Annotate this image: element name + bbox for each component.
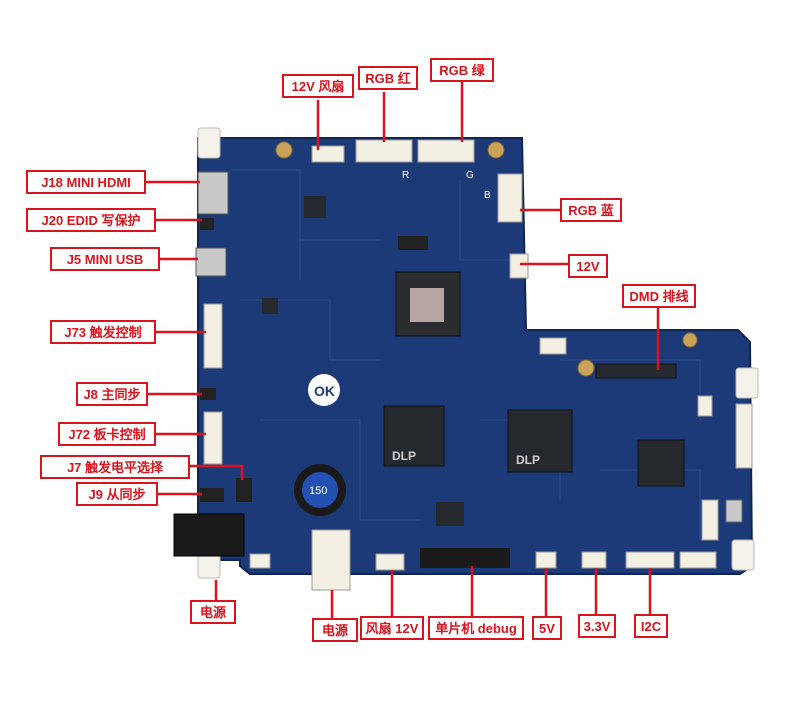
dc-jack	[173, 513, 245, 557]
inductor-core	[302, 472, 338, 508]
label-power-bottom: 电源	[312, 618, 358, 642]
label-dmd: DMD 排线	[622, 284, 696, 308]
dmd-connector	[595, 363, 677, 379]
mount-hole	[577, 359, 595, 377]
rgb-red-connector	[355, 139, 413, 163]
rgb-blue-connector	[497, 173, 523, 223]
small-connector	[539, 337, 567, 355]
ok-logo-text: OK	[314, 383, 335, 399]
label-j18: J18 MINI HDMI	[26, 170, 146, 194]
standoff	[735, 367, 759, 399]
label-j20: J20 EDID 写保护	[26, 208, 156, 232]
power-connector-bottom	[311, 529, 351, 591]
mount-hole	[682, 332, 698, 348]
dlp-logo-left: DLP	[392, 449, 416, 463]
power-connector-left-small	[249, 553, 271, 569]
v12-connector	[509, 253, 529, 279]
dlp-chip-left	[383, 405, 445, 467]
v33-connector	[581, 551, 607, 569]
debug-header	[420, 548, 510, 568]
label-fan-12v-bottom: 风扇 12V	[360, 616, 424, 640]
side-connector	[701, 499, 719, 541]
mount-hole	[275, 141, 293, 159]
rgb-green-connector	[417, 139, 475, 163]
label-j73: J73 触发控制	[50, 320, 156, 344]
ic-chip	[436, 502, 464, 526]
label-rgb-green: RGB 绿	[430, 58, 494, 82]
edid-jumper	[200, 218, 214, 230]
label-5v: 5V	[532, 616, 562, 640]
extra-connector	[679, 551, 717, 569]
j9-header	[200, 488, 224, 502]
j73-connector	[203, 303, 223, 369]
j8-header	[200, 388, 216, 400]
label-mcu-debug: 单片机 debug	[428, 616, 524, 640]
fan-connector-bottom	[375, 553, 405, 571]
pcb-board	[197, 137, 754, 575]
label-rgb-red: RGB 红	[358, 66, 418, 90]
standoff	[731, 539, 755, 571]
label-fan-12v-top: 12V 风扇	[282, 74, 354, 98]
hdmi-port	[197, 171, 229, 215]
usb-port	[195, 247, 227, 277]
mcu-die	[410, 288, 444, 322]
label-j7: J7 触发电平选择	[40, 455, 190, 479]
j7-jumper	[236, 478, 252, 502]
push-button	[725, 499, 743, 523]
dlp-logo-right: DLP	[516, 453, 540, 467]
label-rgb-blue: RGB 蓝	[560, 198, 622, 222]
mount-hole	[487, 141, 505, 159]
j72-connector	[203, 411, 223, 465]
label-j5: J5 MINI USB	[50, 247, 160, 271]
ic-chip	[262, 298, 278, 314]
leader-lines	[146, 82, 660, 618]
silk-g: G	[466, 170, 474, 181]
label-i2c: I2C	[634, 614, 668, 638]
ic-chip	[304, 196, 326, 218]
side-connector	[697, 395, 713, 417]
silk-b: B	[484, 190, 491, 201]
ic-chip	[637, 439, 685, 487]
mcu-chip	[395, 271, 461, 337]
silk-r: R	[402, 170, 409, 181]
i2c-connector	[625, 551, 675, 569]
label-12v-right: 12V	[568, 254, 608, 278]
label-j72: J72 板卡控制	[58, 422, 156, 446]
ok-logo	[308, 374, 340, 406]
v5-connector	[535, 551, 557, 569]
side-connector	[735, 403, 753, 469]
label-power-left: 电源	[190, 600, 236, 624]
dlp-chip-right	[507, 409, 573, 473]
label-3-3v: 3.3V	[578, 614, 616, 638]
label-j9: J9 从同步	[76, 482, 158, 506]
fan-connector-top	[311, 145, 345, 163]
standoff	[197, 127, 221, 159]
label-j8: J8 主同步	[76, 382, 148, 406]
sd-chip	[398, 236, 428, 250]
inductor-mark: 150	[309, 485, 327, 497]
